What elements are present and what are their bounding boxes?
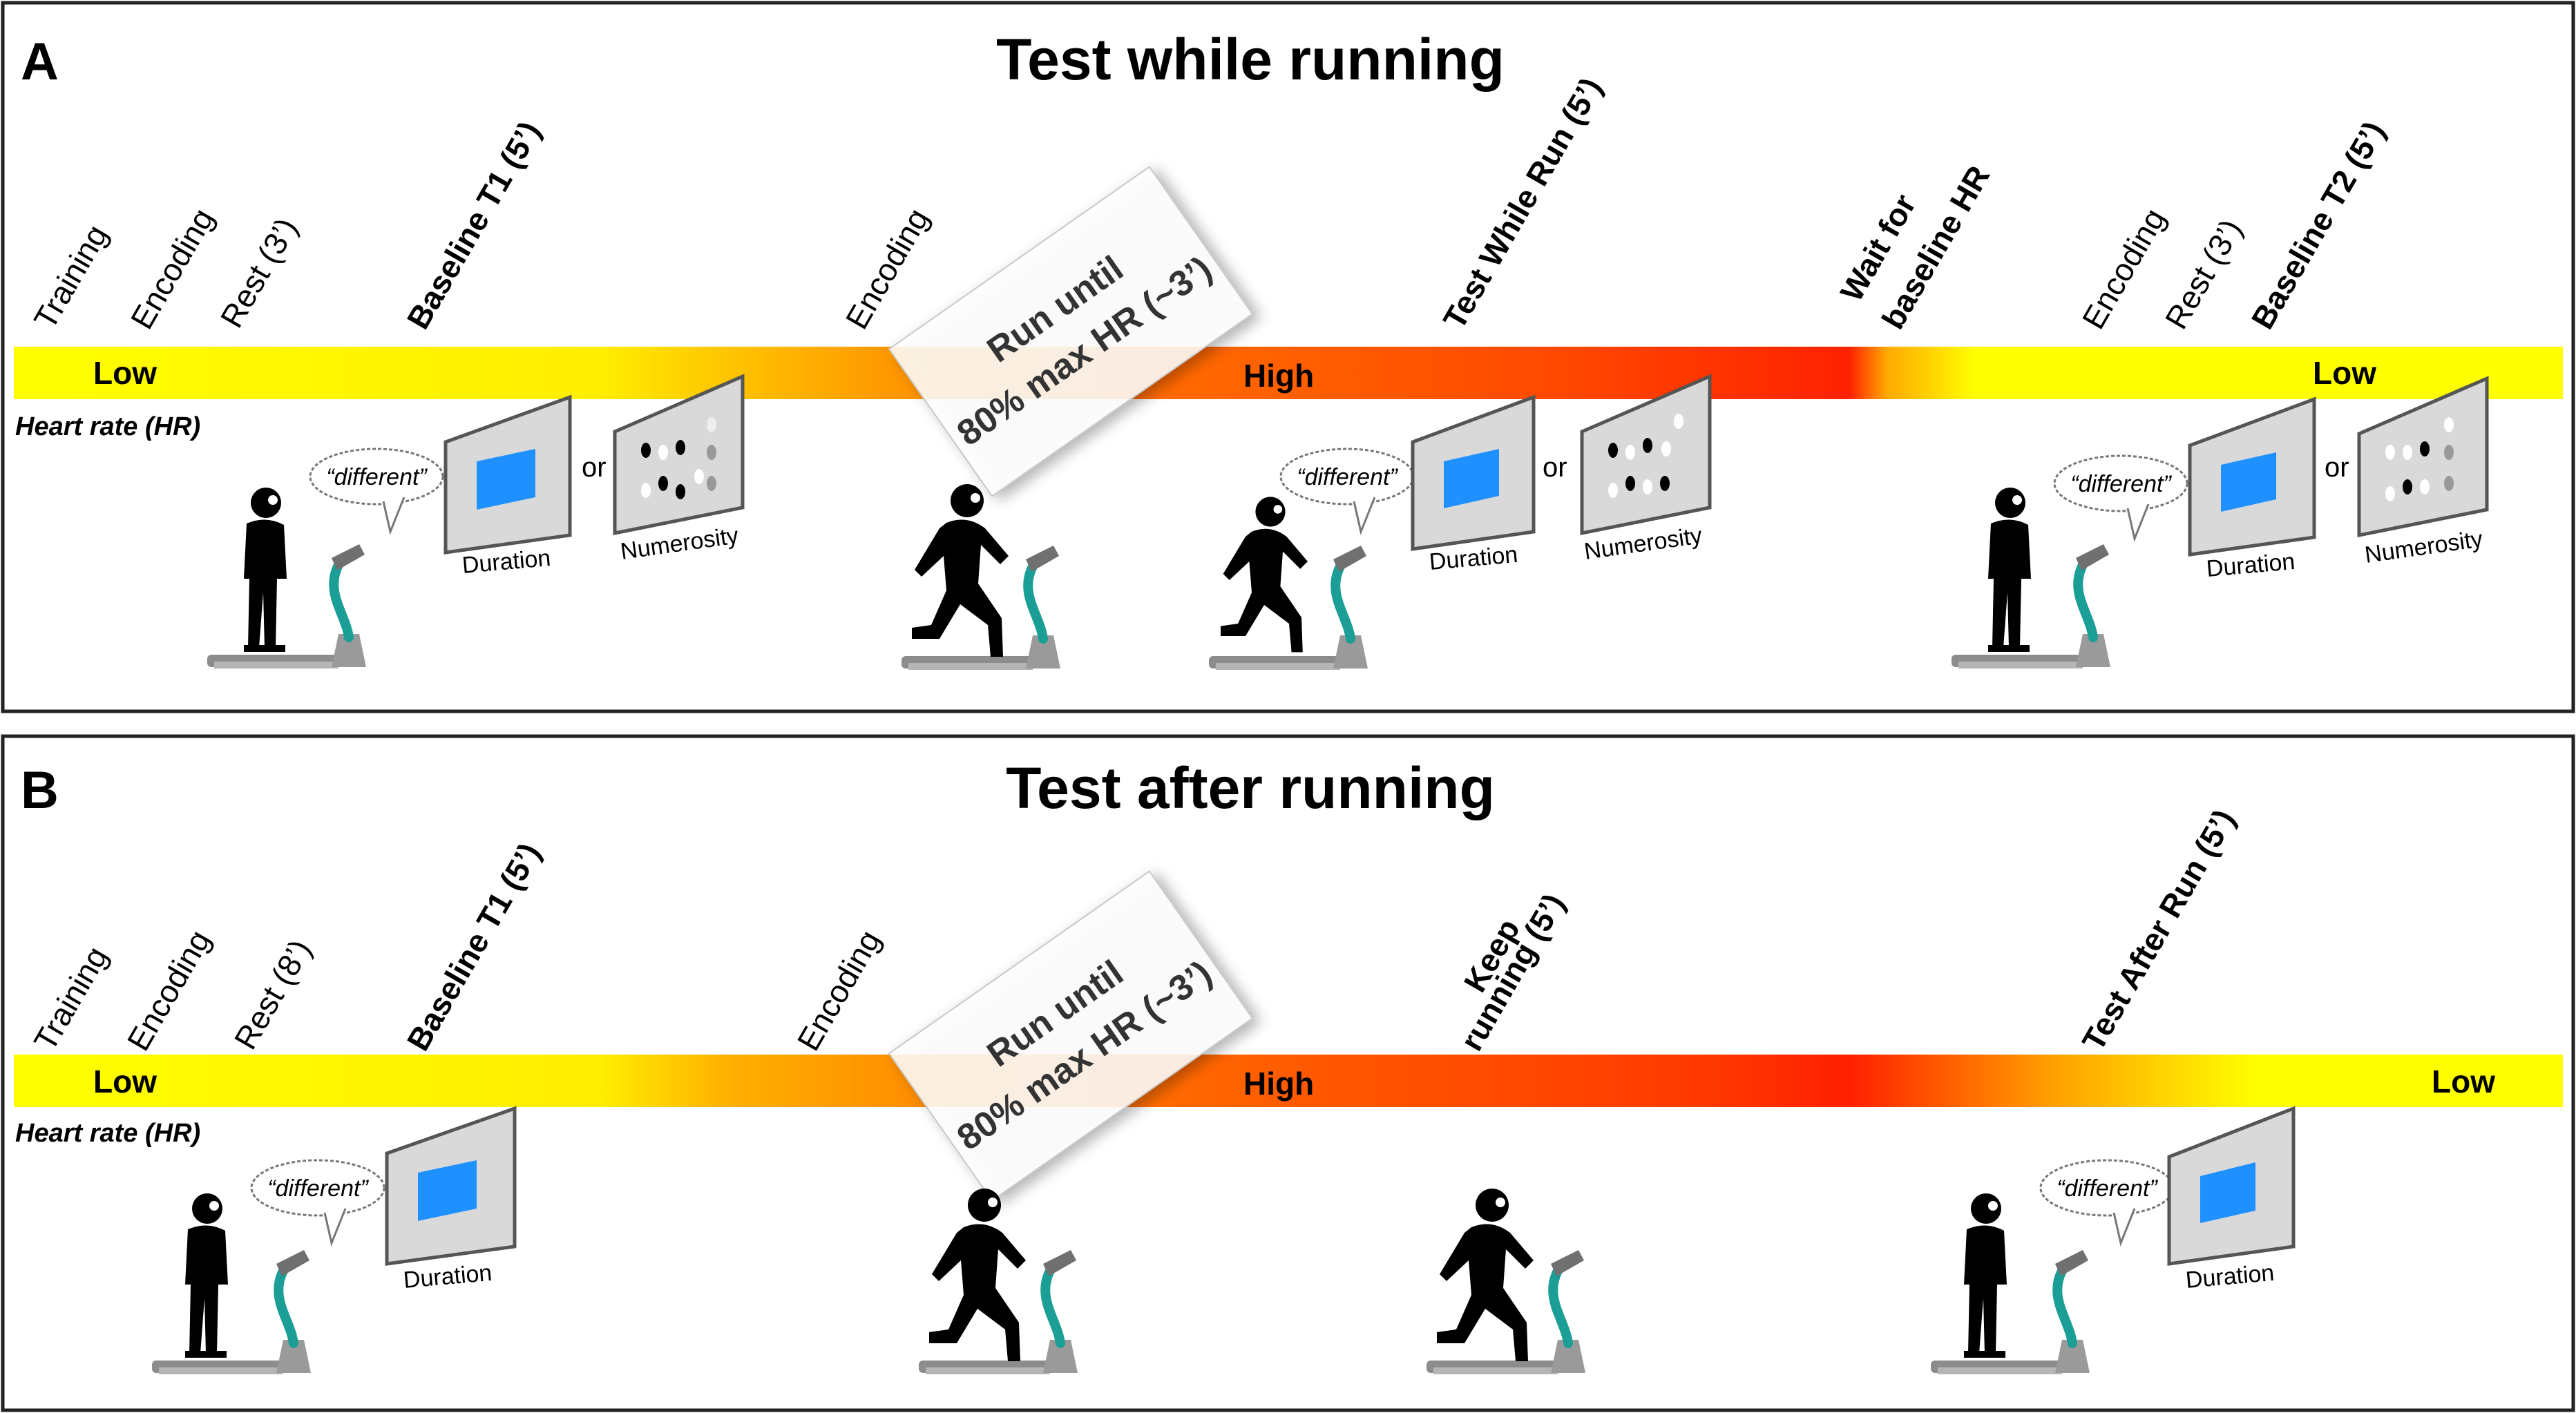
panel-a-hr-high: High [1243, 358, 1314, 394]
panel-a-duration-label-4: Duration [2205, 548, 2296, 582]
panel-a-treadmill-4 [1952, 544, 2110, 669]
panel-b-hr-high: High [1243, 1066, 1314, 1102]
panel-a-or-3: or [1543, 452, 1567, 483]
panel-a-phase-rest: Rest (3’) [213, 211, 305, 334]
panel-a: A Test while running Low High Low Heart … [1, 1, 2575, 713]
panel-a-title: Test while running [996, 27, 1505, 92]
panel-a-hr-low-end: Low [2313, 355, 2376, 391]
panel-b-speech-4-text: “different” [2057, 1175, 2158, 1202]
panel-a-or-4: or [2325, 452, 2349, 483]
panel-b-walker-4 [1964, 1193, 2007, 1358]
panel-b-letter: B [21, 761, 59, 820]
panel-b-runner-3 [1437, 1189, 1534, 1361]
panel-a-phase-baseline-t2: Baseline T2 (5’) [2244, 115, 2392, 335]
panel-b-phase-training: Training [27, 941, 115, 1057]
panel-b-speech-4: “different” [2039, 1159, 2175, 1244]
panel-b-hr-bar [14, 1055, 2563, 1107]
panel-a-speech-4: “different” [2053, 454, 2188, 540]
panel-a-phase-training: Training [27, 219, 115, 335]
panel-b-treadmill-4 [1931, 1250, 2090, 1374]
panel-b-hr-axis-label: Heart rate (HR) [15, 1119, 200, 1148]
panel-a-speech-1: “different” [309, 448, 444, 533]
panel-b-duration-screen-1: Duration [385, 1106, 517, 1294]
panel-a-phase-encoding-3: Encoding [2075, 202, 2173, 335]
panel-b-phase-rest: Rest (8’) [227, 933, 318, 1055]
panel-b-run-card: Run until 80% max HR (~3’) [888, 870, 1254, 1202]
panel-a-walker-4 [1988, 488, 2031, 652]
panel-b-runner-2 [929, 1189, 1026, 1361]
panel-a-frame [1, 1, 2575, 713]
panel-a-duration-screen-3: Duration [1411, 394, 1536, 575]
panel-a-phase-rest-2: Rest (3’) [2158, 213, 2249, 335]
panel-a-numerosity-screen-4: Numerosity [2357, 376, 2489, 568]
panel-b-treadmill-1 [152, 1250, 311, 1374]
panel-b-phase-baseline-t1: Baseline T1 (5’) [400, 837, 548, 1057]
panel-b-phase-encoding-2: Encoding [790, 924, 888, 1057]
panel-b-phase-test-after-run: Test After Run (5’) [2075, 803, 2242, 1057]
panel-a-speech-1-text: “different” [326, 464, 428, 490]
panel-b-hr-low-end: Low [2432, 1064, 2495, 1099]
panel-a-phase-encoding-2: Encoding [839, 202, 936, 335]
panel-b-speech-1-text: “different” [267, 1175, 369, 1202]
panel-a-duration-screen-1: Duration [443, 394, 572, 579]
panel-a-duration-screen-4: Duration [2188, 396, 2316, 582]
panel-a-hr-bar [14, 347, 2563, 399]
panel-a-numerosity-screen-3: Numerosity [1580, 374, 1712, 565]
panel-a-runner-3 [1221, 497, 1308, 653]
panel-a-run-card: Run until 80% max HR (~3’) [888, 166, 1254, 497]
panel-a-walker-1 [244, 488, 287, 652]
panel-a-runner-2 [912, 484, 1009, 657]
panel-a-numerosity-screen-1: Numerosity [613, 374, 745, 565]
panel-b-speech-1: “different” [250, 1159, 385, 1244]
panel-a-phase-baseline-t1: Baseline T1 (5’) [400, 115, 548, 335]
panel-a-phase-test-while-run: Test While Run (5’) [1436, 71, 1609, 335]
panel-b-hr-low-start: Low [93, 1064, 157, 1099]
panel-a-or-1: or [582, 452, 607, 483]
panel-a-hr-axis-label: Heart rate (HR) [15, 412, 200, 441]
panel-a-hr-low-start: Low [93, 355, 157, 391]
panel-a-speech-3-text: “different” [1297, 464, 1398, 490]
panel-a-treadmill-1 [207, 544, 366, 669]
panel-b-walker-1 [185, 1193, 228, 1358]
panel-a-phase-encoding-1: Encoding [124, 202, 221, 335]
panel-b-title: Test after running [1006, 756, 1495, 820]
panel-a-letter: A [21, 32, 59, 91]
panel-a-speech-4-text: “different” [2070, 471, 2172, 497]
panel-b-frame [1, 734, 2575, 1412]
panel-b-phase-encoding-1: Encoding [120, 924, 218, 1057]
panel-b-duration-screen-4: Duration [2167, 1106, 2296, 1294]
panel-a-speech-3: “different” [1279, 448, 1415, 533]
panel-b-duration-label-1: Duration [402, 1260, 493, 1294]
panel-b: B Test after running Low High Low Heart … [1, 734, 2575, 1412]
panel-b-duration-label-4: Duration [2184, 1260, 2275, 1294]
